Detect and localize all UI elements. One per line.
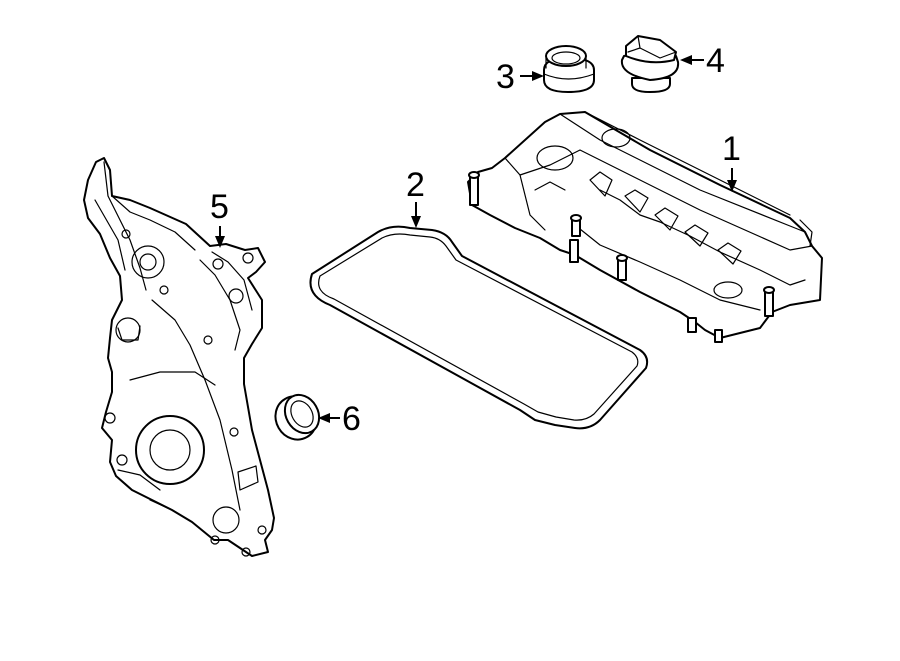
callout-6: 6	[318, 400, 361, 438]
crankshaft-seal	[274, 393, 321, 441]
callout-4: 4	[680, 42, 725, 80]
callout-2: 2	[406, 166, 425, 228]
oil-filler-cap	[620, 35, 680, 93]
callout-label-5: 5	[210, 188, 229, 226]
callout-label-6: 6	[342, 400, 361, 438]
oil-filler-seal	[543, 45, 595, 93]
valve-cover-gasket	[309, 225, 649, 430]
callout-3: 3	[496, 58, 544, 96]
callout-label-4: 4	[706, 42, 725, 80]
callout-1: 1	[722, 130, 741, 192]
callout-5: 5	[210, 188, 229, 248]
callout-label-1: 1	[722, 130, 741, 168]
callout-label-2: 2	[406, 166, 425, 204]
valve-cover	[467, 111, 823, 343]
callout-label-3: 3	[496, 58, 515, 96]
timing-cover	[83, 157, 275, 557]
